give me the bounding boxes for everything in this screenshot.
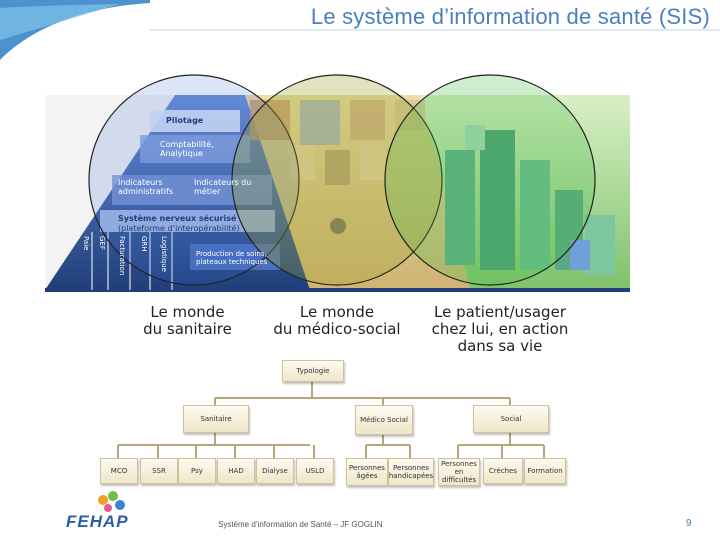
page-number: 9 xyxy=(686,518,692,529)
org-leaf-usld: USLD xyxy=(296,458,334,484)
org-leaf-personnes-en-difficultes: Personnes en difficultés xyxy=(438,458,480,486)
org-chart-connectors xyxy=(117,380,545,458)
pyramid-indicateurs-admin: Indicateurs administratifs xyxy=(118,178,174,196)
org-root-typologie: Typologie xyxy=(282,360,344,382)
org-leaf-formation: Formation xyxy=(524,458,566,484)
org-leaf-ssr: SSR xyxy=(140,458,178,484)
org-leaf-personnes-handicapees: Personnes handicapées xyxy=(388,458,434,486)
org-leaf-had: HAD xyxy=(217,458,255,484)
org-social: Social xyxy=(473,405,549,433)
buildings-illustration xyxy=(445,125,615,275)
caption-sanitaire: Le monde du sanitaire xyxy=(143,303,232,338)
org-leaf-creches: Crèches xyxy=(483,458,523,484)
info-pyramid xyxy=(45,95,630,292)
org-leaf-personnes-agees: Personnes âgées xyxy=(346,458,388,486)
pyramid-label-gef: GEF xyxy=(98,236,106,250)
pyramid-label-paie: Paie xyxy=(82,236,90,251)
org-sanitaire: Sanitaire xyxy=(183,405,249,433)
venn-circles xyxy=(88,74,596,286)
org-leaf-psy: Psy xyxy=(178,458,216,484)
pyramid-indicateurs-metier: Indicateurs du métier xyxy=(194,178,252,196)
org-leaf-mco: MCO xyxy=(100,458,138,484)
fehap-logo-mark xyxy=(98,491,125,512)
pyramid-systeme-nerveux: Système nerveux sécurisé xyxy=(118,214,237,223)
pyramid-production: Production de soins, plateaux techniques xyxy=(196,250,268,266)
pyramid-label-facturation: Facturation xyxy=(118,236,126,276)
pyramid-comptabilite: Comptabilité, Analytique xyxy=(160,140,214,158)
pyramid-label-logistique: Logistique xyxy=(160,236,168,272)
pyramid-pilotage: Pilotage xyxy=(166,116,204,125)
caption-patient: Le patient/usager chez lui, en action da… xyxy=(431,303,569,355)
org-leaf-dialyse: Dialyse xyxy=(256,458,294,484)
header-decoration xyxy=(0,0,720,60)
slide-title: Le système d’information de santé (SIS) xyxy=(310,4,710,29)
medical-staff-photos xyxy=(250,100,425,185)
fehap-logo-text: FEHAP xyxy=(66,512,129,531)
pyramid-label-grh: GRH xyxy=(140,236,148,252)
caption-medico-social: Le monde du médico-social xyxy=(273,303,401,338)
pyramid-plateforme: (plateforme d’interopérabilité) xyxy=(118,224,240,233)
org-medico-social: Médico Social xyxy=(355,405,413,435)
footer-text: Système d’information de Santé – JF GOGL… xyxy=(218,520,383,529)
